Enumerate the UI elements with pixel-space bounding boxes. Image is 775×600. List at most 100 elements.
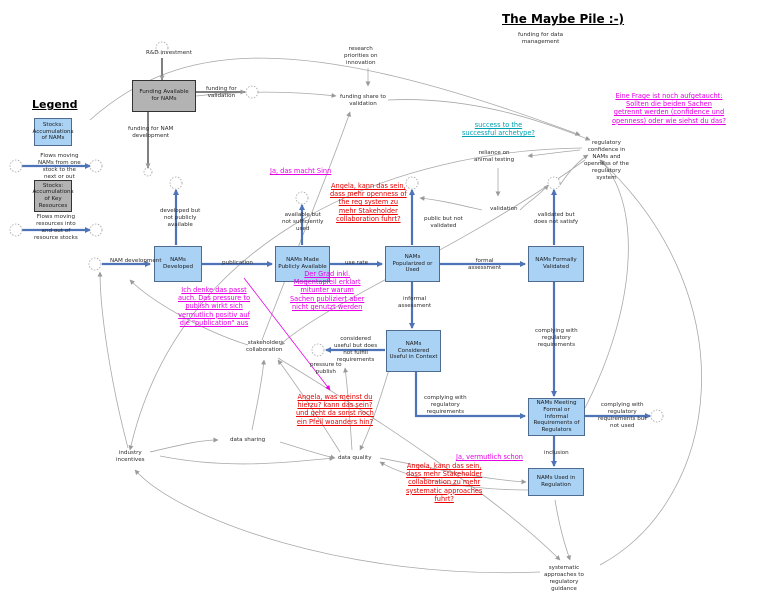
stock-validated: NAMs Formally Validated: [528, 246, 584, 282]
link-funding-fundshare: [195, 91, 337, 98]
var-data-quality: data quality: [338, 455, 372, 461]
link-dataquality-regulation: [379, 457, 527, 485]
stock-funding: Funding Available for NAMs: [132, 80, 196, 112]
flow-complying-useful: [414, 372, 526, 419]
link-stakeholder-systematic: [277, 357, 561, 561]
cloud-devflow: [88, 257, 102, 271]
var-industry: industry incentives: [116, 450, 145, 463]
cloud-funding-validation: [245, 85, 259, 99]
comment-text: Ja, das macht Sinn: [270, 167, 332, 175]
legend-stock-nams: Stocks: Accumulations of NAMs: [32, 118, 74, 146]
comment-text: Der Grad inkl. Mogentapfeil erklart mitu…: [290, 270, 365, 311]
stock-regulation: NAMs Used in Regulation: [528, 468, 584, 496]
var-validation: validation: [490, 206, 518, 212]
var-research: research priorities on innovation: [344, 46, 378, 66]
link-validated-confidence: [559, 154, 589, 186]
cloud-legend-resources-b: [89, 223, 103, 237]
cloud-legend-nams-a: [9, 159, 23, 173]
comment-ja-vermutlich[interactable]: Ja, vermutlich schon: [456, 453, 523, 461]
var-pressure: pressure to publish: [310, 362, 342, 375]
comment-angela-hierzu[interactable]: Angela, was meinst du hierzu? kann das s…: [296, 393, 374, 426]
flow-label-publication: publication: [222, 260, 253, 266]
comment-text: success to the successful archetype?: [462, 121, 535, 138]
var-funding-data: funding for data management: [518, 32, 564, 45]
flow-label-nam-dev: NAM development: [110, 258, 162, 264]
cloud-validated-not-satisfy: [547, 176, 561, 190]
var-stakeholder: stakeholder collaboration: [246, 340, 283, 353]
link-industry-dataquality: [159, 455, 335, 465]
link-industry-devflow: [97, 271, 129, 449]
link-dataquality-considered: [343, 367, 353, 451]
cloud-funding-dev: [143, 167, 153, 177]
flow-label-rnd: R&D investment: [146, 50, 192, 56]
comment-text: Angela, kann das sein, dass mehr opennes…: [330, 182, 407, 223]
flow-label-funding-dev: funding for NAM development: [128, 126, 174, 139]
flow-label-complying1: complying with regulatory requirements: [535, 328, 578, 348]
stock-meeting: NAMs Meeting Formal or Informal Requirem…: [528, 398, 585, 436]
flow-label-informal: informal assessment: [398, 296, 432, 309]
var-funding-share: funding share to validation: [340, 94, 386, 107]
flow-label-inclusion: inclusion: [544, 450, 569, 456]
cloud-public-not-validated: [405, 176, 419, 190]
comment-pointer: [243, 277, 331, 391]
cloud-avail-not-used: [295, 191, 309, 205]
link-systematic-industry: [134, 469, 541, 574]
comment-text: Eine Frage ist noch aufgetaucht: Sollten…: [612, 92, 726, 125]
link-regulation-dataquality: [379, 461, 529, 491]
link-stakeholder-fundshare: [261, 111, 351, 341]
flow-label-dev-not-public: developed but not publicly available: [160, 208, 201, 228]
comment-success-archetype[interactable]: success to the successful archetype?: [462, 121, 535, 137]
link-industry-datasharing: [149, 437, 219, 453]
stock-publicly-available: NAMs Made Publicly Available: [275, 246, 330, 282]
legend-flow-nams: Flows moving NAMs from one stock to the …: [38, 153, 81, 180]
link-datasharing-stakeholder: [251, 359, 267, 431]
cloud-not-used: [650, 409, 664, 423]
legend-flow-resources: Flows moving resources into and out of r…: [34, 214, 78, 241]
stock-developed: NAMs Developed: [154, 246, 202, 282]
flow-label-funding-validation: funding for validation: [206, 86, 237, 99]
var-reg-confidence: regulatory confidence in NAMs and openne…: [584, 140, 629, 181]
comment-text: Ja, vermutlich schon: [456, 453, 523, 461]
stock-useful: NAMs Considered Useful in Context: [386, 330, 441, 372]
page-title: The Maybe Pile :-): [502, 12, 625, 26]
comment-confidence-openness[interactable]: Eine Frage ist noch aufgetaucht: Sollten…: [612, 92, 726, 125]
link-confidence-reliance: [527, 149, 581, 159]
var-reliance: reliance on animal testing: [474, 150, 515, 163]
link-validation-validated: [519, 184, 549, 211]
comment-collab-systematic[interactable]: Angela, kann das sein, dass mehr Stakeho…: [406, 462, 482, 503]
link-stakeholder-dev: [129, 279, 249, 346]
link-fundshare-confidence: [387, 99, 591, 141]
comment-text: Angela, kann das sein, dass mehr Stakeho…: [406, 462, 483, 503]
flow-label-avail-not-used: available but not sufficiently used: [282, 212, 324, 232]
link-validation-publicnotval: [419, 195, 483, 211]
stock-popularized: NAMs Popularized or Used: [385, 246, 440, 282]
flow-label-complying2: complying with regulatory requirements: [424, 395, 467, 415]
var-data-sharing: data sharing: [230, 437, 266, 443]
comment-grad-pfeil[interactable]: Der Grad inkl. Mogentapfeil erklart mitu…: [290, 270, 364, 311]
flow-label-formal: formal assessment: [468, 258, 502, 271]
comment-ja-sinn[interactable]: Ja, das macht Sinn: [270, 167, 331, 175]
cloud-considered-useful: [311, 343, 325, 357]
comment-text: Ich denke das passt auch. Das pressure t…: [178, 286, 251, 327]
flow-label-use-rate: use rate: [345, 260, 369, 266]
var-systematic: systematic approaches to regulatory guid…: [544, 565, 584, 592]
comment-openness-collab[interactable]: Angela, kann das sein, dass mehr opennes…: [330, 182, 407, 223]
link-dataquality-stakeholder: [277, 359, 341, 453]
flow-label-considered-useful: considered useful but does not fulfill r…: [334, 336, 378, 363]
cloud-legend-nams-b: [89, 159, 103, 173]
link-systematic-confidence: [599, 159, 702, 566]
cloud-dev-not-public: [169, 176, 183, 190]
cloud-legend-resources-a: [9, 223, 23, 237]
flow-label-validated-not-satisfy: validated but does not satisfy: [534, 212, 579, 225]
cloud-rnd: [155, 41, 169, 55]
legend-title: Legend: [32, 98, 78, 111]
legend-stock-key: Stocks: Accumulations of Key Resources: [32, 180, 74, 212]
link-meeting-confidence: [584, 159, 629, 409]
flow-label-not-used: complying with regulatory requirements b…: [598, 402, 647, 429]
link-legend-fundshare: [89, 57, 581, 136]
link-regulation-systematic: [554, 499, 571, 561]
comment-text: Angela, was meinst du hierzu? kann das s…: [296, 393, 374, 426]
comment-pressure-publish[interactable]: Ich denke das passt auch. Das pressure t…: [178, 286, 250, 327]
